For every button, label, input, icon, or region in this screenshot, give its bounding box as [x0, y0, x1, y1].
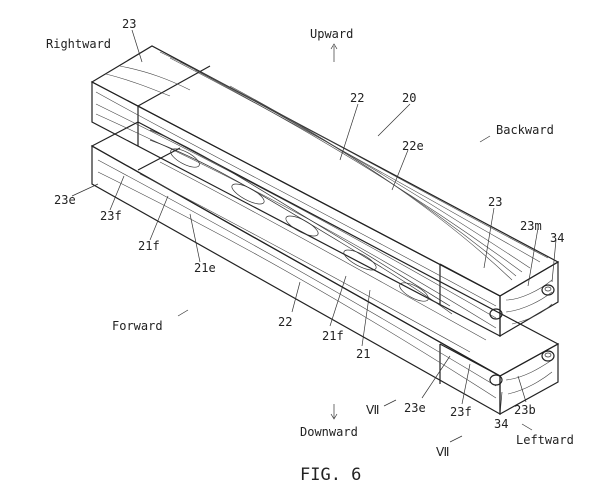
- label-upward: Upward: [310, 27, 353, 41]
- ref-34-bottom: 34: [494, 417, 508, 431]
- label-backward: Backward: [496, 123, 554, 137]
- label-forward: Forward: [112, 319, 163, 333]
- leader-lines: [71, 29, 557, 415]
- label-downward: Downward: [300, 425, 358, 439]
- ref-23b: 23b: [514, 403, 536, 417]
- ref-34-top: 34: [550, 231, 564, 245]
- ref-21: 21: [356, 347, 370, 361]
- ref-23f-bottom: 23f: [450, 405, 472, 419]
- ref-21f-mid: 21f: [322, 329, 344, 343]
- ref-22-bottom: 22: [278, 315, 292, 329]
- ref-23e-left: 23e: [54, 193, 76, 207]
- figure-caption: FIG. 6: [300, 465, 361, 485]
- label-leftward: Leftward: [516, 433, 574, 447]
- core-member: [149, 129, 453, 315]
- direction-arrows: [177, 43, 533, 443]
- section-mark-1: Ⅶ: [366, 403, 379, 417]
- ref-22-top: 22: [350, 91, 364, 105]
- lower-beam: [90, 121, 560, 416]
- label-rightward: Rightward: [46, 37, 111, 51]
- ref-20: 20: [402, 91, 416, 105]
- upper-beam: [90, 45, 560, 338]
- section-mark-2: Ⅶ: [436, 445, 449, 459]
- labels: Rightward Upward Backward Forward Downwa…: [46, 17, 574, 485]
- ref-22e: 22e: [402, 139, 424, 153]
- ref-23f-left: 23f: [100, 209, 122, 223]
- ref-21e: 21e: [194, 261, 216, 275]
- ref-23-top: 23: [122, 17, 136, 31]
- ref-23m: 23m: [520, 219, 542, 233]
- ref-21f-left: 21f: [138, 239, 160, 253]
- ref-23-right: 23: [488, 195, 502, 209]
- ref-23e-bottom: 23e: [404, 401, 426, 415]
